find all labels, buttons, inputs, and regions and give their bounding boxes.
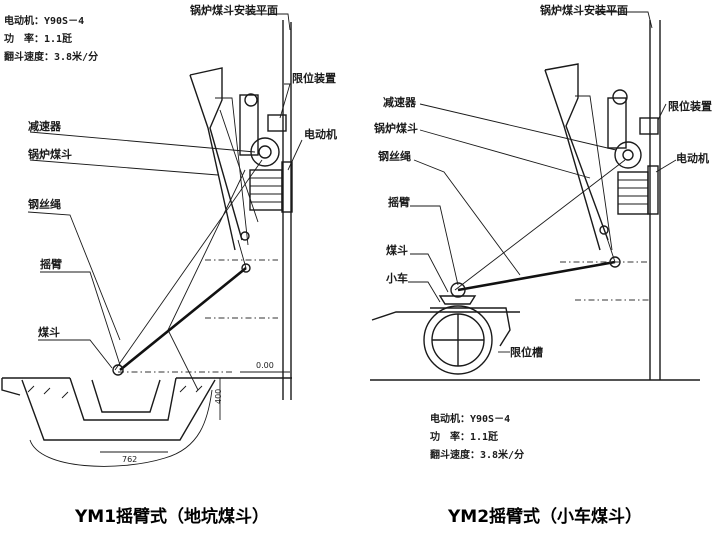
ym2-hopper-leader [419,129,591,179]
ym2-label-limit: 限位装置 [668,99,712,113]
ym2-spec-motor: 电动机：Y90S－4 [430,412,510,425]
ym2-boiler-hopper [544,63,609,241]
ym2-limit-leader [657,103,667,121]
ym2-caption: YM2摇臂式（小车煤斗） [447,506,642,527]
ym2-label-boiler-hopper: 锅炉煤斗 [374,121,418,135]
ym1-hopper-guide-2 [219,109,259,223]
ym1-reducer-hub [258,145,272,159]
ym1-caption: YM1摇臂式（地坑煤斗） [74,506,269,527]
ym1-boiler-hopper [189,67,243,241]
ym2-boiler-hopper-front [544,69,601,251]
ym2-motor-fins [618,179,648,205]
ym2-label-limit-slot: 限位槽 [510,345,543,359]
ym1-pivot-upper [240,231,250,241]
ym1-diagram: 电动机：Y90S－4 功 率：1.1瓩 翻斗速度：3.8米/分 锅炉煤斗安装平面… [1,3,337,527]
ym1-boiler-hopper-front [189,74,236,251]
ym2-label-trolley: 小车 [385,271,408,285]
ym1-motor-mount [281,161,293,213]
ym2-spec-speed: 翻斗速度：3.8米/分 [430,448,524,461]
ym1-pit-outline [1,378,216,441]
ym2-trolley-leader [408,281,441,303]
ym1-pit-inner [69,377,177,421]
ym2-diagram: 锅炉煤斗安装平面 限位装置 电动机 减速器 锅炉煤斗 钢丝绳 摇臂 煤斗 小车 [370,3,712,527]
ym2-bucket-body [438,295,477,305]
ym1-dim-level: 0.00 [256,361,274,370]
ym2-top-pulley [612,89,628,105]
ym1-motor-fins [250,177,282,203]
ym2-bucket-leader [410,253,449,293]
ym1-label-rocker-arm: 摇臂 [40,257,62,271]
ym1-rocker-leader [40,271,121,366]
ym1-reducer-leader [29,131,256,153]
ym2-label-rocker-arm: 摇臂 [388,195,410,209]
ym2-spec-power: 功 率：1.1瓩 [430,430,498,443]
ym1-wire-rope-2 [167,169,246,391]
ym1-reducer-wheel [250,137,280,167]
ym1-rope-leader [27,211,121,341]
ym1-label-reducer: 减速器 [28,119,62,133]
ym2-label-reducer: 减速器 [383,95,417,109]
ym2-rail [371,311,520,321]
ym1-top-pulley [244,93,258,107]
ym1-spec-motor: 电动机：Y90S－4 [4,14,84,27]
ym1-hatch [27,385,203,399]
ym2-motor-leader [655,159,677,173]
ym2-reducer-wheel [614,141,642,169]
ym1-label-motor: 电动机 [304,127,337,141]
ym1-rocker-link [237,239,247,269]
ym1-rocker-arm [119,266,247,372]
ym1-mount-leader [248,13,291,31]
ym2-motor-mount [647,165,659,215]
ym1-dim-depth: 400 [214,389,223,404]
ym1-limit-leader [279,83,291,119]
ym2-pivot-upper [599,225,609,235]
ym2-bucket-pivot [450,282,466,298]
ym1-spec-speed: 翻斗速度：3.8米/分 [4,50,98,63]
ym2-hopper-guide [575,95,613,251]
ym1-dim-width: 762 [122,455,137,464]
ym2-label-mount-plane: 锅炉煤斗安装平面 [540,3,628,17]
ym1-hopper-guide [215,97,249,246]
ym2-label-coal-bucket: 煤斗 [386,243,408,257]
ym1-wire-rope [114,159,263,371]
ym1-motor-leader [287,139,303,171]
ym1-earth-curve [29,389,213,467]
ym1-label-limit: 限位装置 [292,71,336,85]
ym2-rope-leader [413,159,521,276]
ym1-bucket-leader [38,339,113,369]
ym1-limit-box [267,114,287,132]
ym2-reducer-leader [419,103,617,151]
ym1-bucket-pivot [112,364,124,376]
ym1-spec-power: 功 率：1.1瓩 [4,32,72,45]
ym1-pivot-lower [241,263,251,273]
ym2-label-wire-rope: 钢丝绳 [378,149,411,163]
ym2-limit-box [639,117,659,135]
ym2-rocker-leader [410,205,459,286]
ym2-wire-rope [454,159,626,291]
ym2-mount-leader [595,11,653,29]
ym2-trolley-wheel [423,305,493,375]
ym1-label-wire-rope: 钢丝绳 [28,197,61,211]
ym1-bucket-body [91,379,161,413]
ym1-motor-body [249,169,283,211]
ym2-wheel-cross [432,314,484,366]
ym2-trolley-frame [430,307,511,347]
ym2-rocker-arm [457,260,616,292]
ym1-hopper-leader [29,159,219,176]
ym2-motor-body [617,171,649,215]
ym2-reducer-hub [622,149,634,161]
ym2-label-motor: 电动机 [676,151,709,165]
ym1-label-boiler-hopper: 锅炉煤斗 [28,147,72,161]
ym1-label-mount-plane: 锅炉煤斗安装平面 [190,3,278,17]
ym2-frame [607,97,627,149]
ym1-label-coal-bucket: 煤斗 [38,325,60,339]
